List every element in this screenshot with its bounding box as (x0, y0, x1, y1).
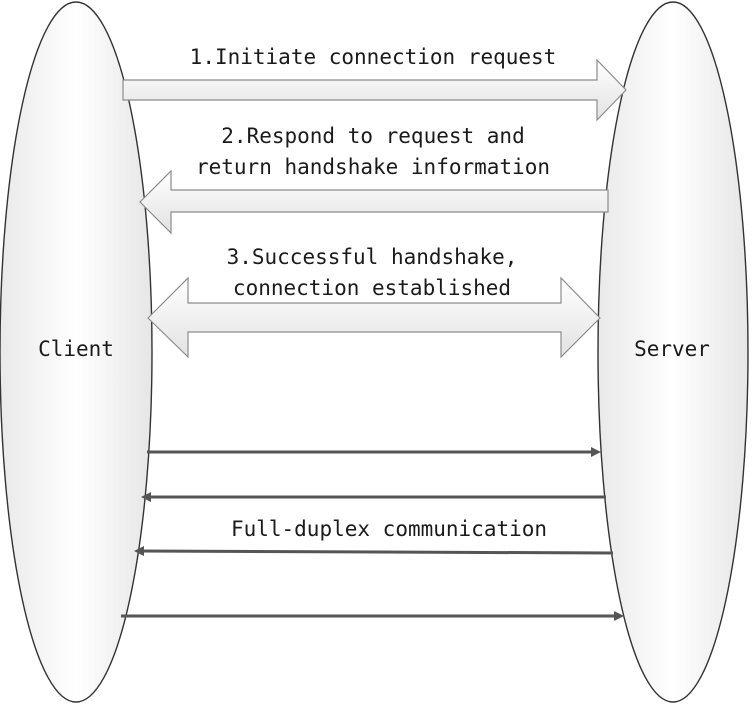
duplex-label: Full-duplex communication (231, 517, 547, 541)
respond-handshake-arrow (139, 169, 609, 235)
step1-label: 1.Initiate connection request (190, 45, 557, 69)
duplex-arrow-server-to-client-2 (134, 546, 614, 557)
client-label: Client (38, 337, 114, 361)
connection-established-arrow (147, 276, 601, 359)
client-node (0, 1, 153, 703)
server-node (597, 1, 749, 703)
step3-label-line2: connection established (233, 276, 511, 300)
initiate-request-arrow (122, 58, 627, 122)
step2-label-line2: return handshake information (196, 155, 550, 179)
step2-label-line1: 2.Respond to request and (221, 124, 524, 148)
server-label: Server (634, 337, 710, 361)
step3-label-line1: 3.Successful handshake, (227, 245, 518, 269)
